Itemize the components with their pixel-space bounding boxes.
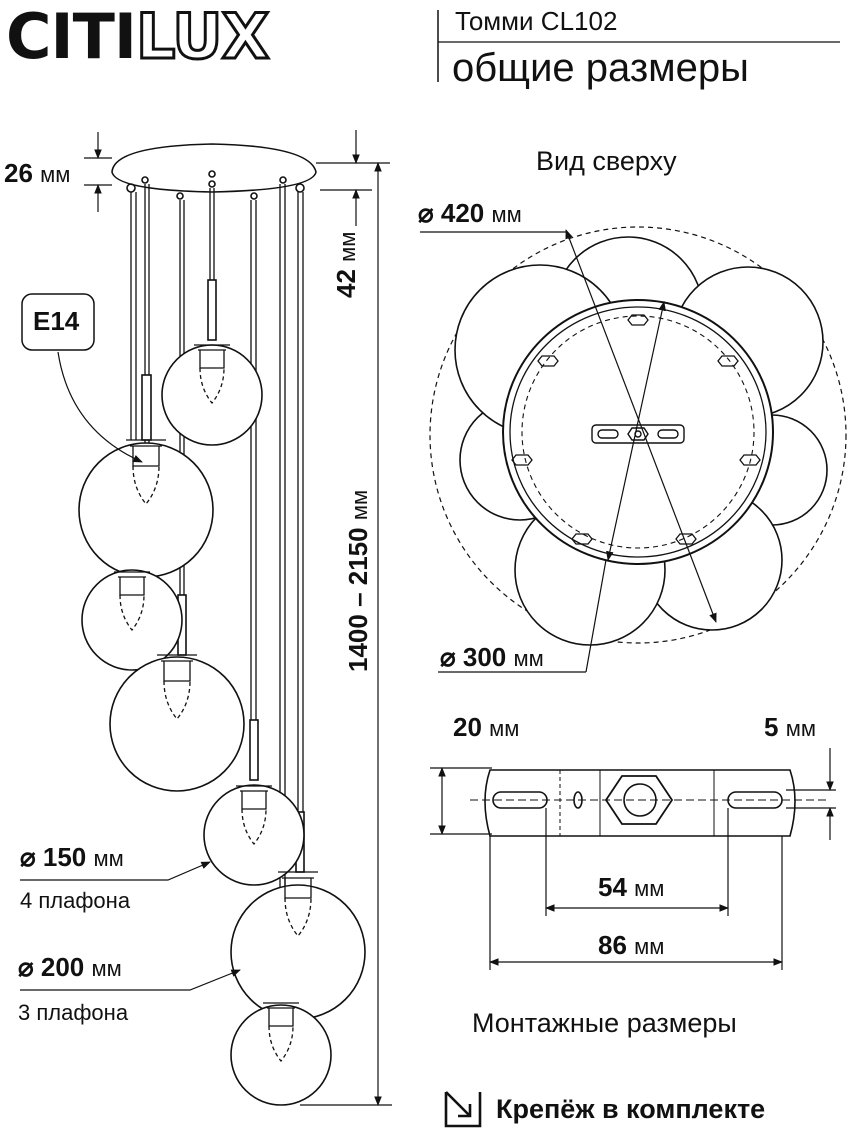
sockets <box>114 344 318 1063</box>
socket-leader <box>57 351 143 463</box>
canopy-height-label: 26 мм <box>4 158 71 188</box>
brand-logo: CITILUX <box>6 4 271 69</box>
large-shade-count: 3 плафона <box>18 1000 129 1025</box>
canopy <box>111 143 317 200</box>
slot-distance-label: 54 мм <box>598 872 665 902</box>
page-subtitle: общие размеры <box>452 46 749 90</box>
arrow-into-box-icon <box>444 1091 482 1128</box>
logo-solid: CITI <box>6 0 137 73</box>
glass-shades <box>78 344 366 1106</box>
socket-badge-frame <box>21 293 95 351</box>
kit-note: Крепёж в комплекте <box>496 1094 766 1124</box>
small-shade-dia-label: ⌀ 150 мм <box>20 842 124 872</box>
side-view-drawing <box>20 143 366 1106</box>
top-view-title: Вид сверху <box>536 146 677 176</box>
height-range-label: 1400 – 2150 мм <box>343 489 373 672</box>
canopy-dia-label: ⌀ 300 мм <box>440 642 544 672</box>
header-divider <box>437 10 840 82</box>
large-shade-leader <box>20 969 241 991</box>
logo-outline: LUX <box>134 0 270 73</box>
top-view-drawing <box>420 226 847 673</box>
outer-dia-label: ⌀ 420 мм <box>418 198 522 228</box>
plate-length-label: 86 мм <box>598 930 665 960</box>
mounting-plate-drawing <box>470 769 830 837</box>
small-shade-count: 4 плафона <box>20 888 131 913</box>
slot-width-label: 20 мм <box>453 712 520 742</box>
top-view-bracket <box>591 424 685 444</box>
model-name: Томми CL102 <box>455 6 618 36</box>
mount-dimensions <box>430 748 836 970</box>
offset-label: 5 мм <box>764 712 816 742</box>
socket-badge: E14 <box>33 306 80 336</box>
canopy-depth-label: 42 мм <box>331 231 361 298</box>
mount-caption: Монтажные размеры <box>472 1008 737 1038</box>
side-dimensions <box>84 130 392 1106</box>
small-shade-leader <box>20 861 211 881</box>
large-shade-dia-label: ⌀ 200 мм <box>18 952 122 982</box>
